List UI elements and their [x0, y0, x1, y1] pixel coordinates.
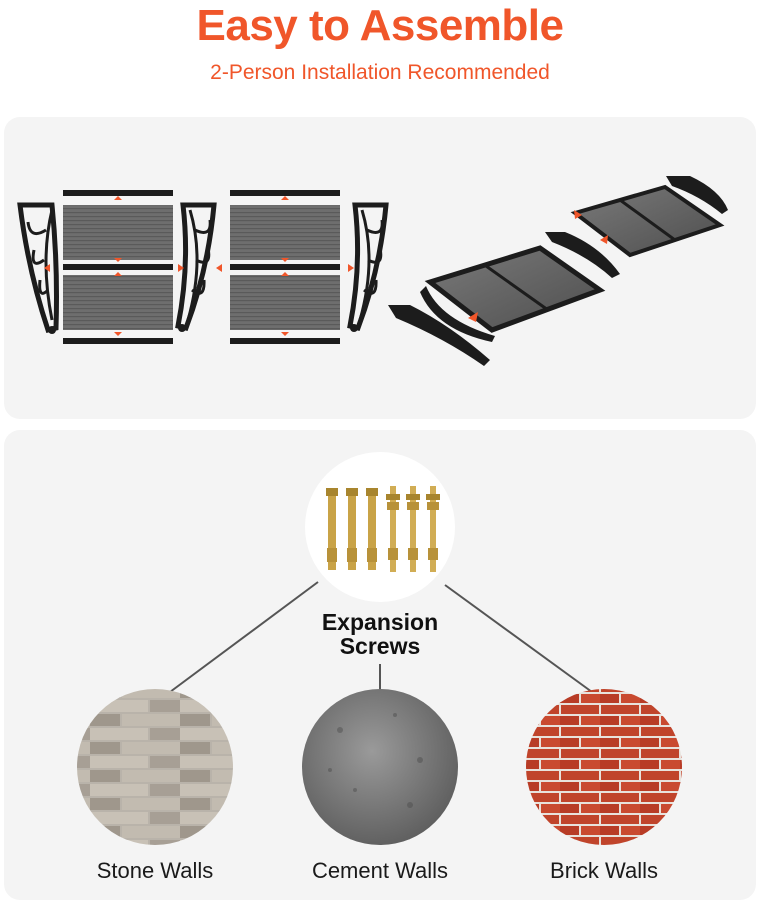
- cement-walls-label: Cement Walls: [311, 858, 449, 883]
- screws-label-line2: Screws: [339, 633, 421, 659]
- stone-walls-label: Stone Walls: [96, 858, 214, 883]
- brick-wall-image: [526, 689, 682, 845]
- canopy-sheet: [230, 205, 340, 260]
- canopy-sheet: [63, 205, 173, 260]
- assembly-arrows-right: [468, 210, 608, 322]
- exploded-parts-left: [17, 190, 389, 344]
- screws-label-line1: Expansion: [321, 609, 439, 635]
- expansion-screws-label: Expansion Screws: [280, 610, 480, 658]
- page-subtitle: 2-Person Installation Recommended: [210, 61, 550, 84]
- page-title: Easy to Assemble: [196, 1, 565, 50]
- assembled-canopy-view: [388, 176, 728, 366]
- cement-wall-image: [302, 689, 458, 845]
- expansion-screws-image: [305, 452, 455, 602]
- connector-lines: [169, 581, 593, 693]
- stone-wall-image: [77, 689, 233, 845]
- assembly-arrows: [44, 196, 354, 336]
- bracket-left: [17, 202, 59, 333]
- canopy-sheet: [63, 275, 173, 330]
- brick-walls-label: Brick Walls: [550, 858, 658, 883]
- canopy-sheet: [230, 275, 340, 330]
